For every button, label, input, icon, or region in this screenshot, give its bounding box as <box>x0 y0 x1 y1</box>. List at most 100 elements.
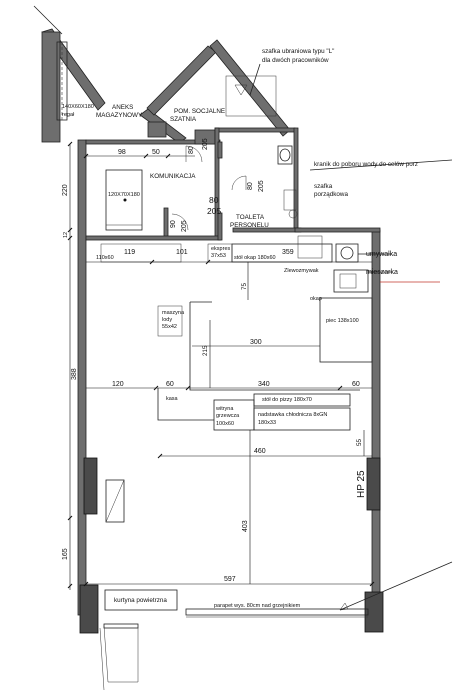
wall-toaleta-right <box>293 127 299 229</box>
walls <box>41 28 384 634</box>
umywalka-label: umywalka <box>366 251 397 258</box>
hp-label: HP 25 <box>356 470 367 498</box>
maszyna-label-1: maszyna <box>162 310 185 316</box>
szafka-label-1: szafka ubraniowa typu "L" <box>262 48 334 55</box>
kasa-counter <box>157 388 214 421</box>
room-personelu: PERSONELU <box>230 222 269 229</box>
room-komunikacja: KOMUNIKACJA <box>150 173 196 180</box>
maszyna-label-2: lody <box>162 317 172 323</box>
wall-socjalne-left <box>147 121 167 138</box>
dim-60b: 60 <box>352 381 360 388</box>
dim-205c: 205 <box>181 220 188 232</box>
dim-60a: 60 <box>166 381 174 388</box>
radiator-box <box>105 479 125 523</box>
dim-300: 300 <box>250 339 262 346</box>
piec-box <box>319 297 373 363</box>
dim-220: 220 <box>62 184 69 196</box>
szafka-label-2: dla dwóch pracowników <box>262 57 329 64</box>
dim-215: 215 <box>202 345 209 356</box>
wall-toaleta-top <box>214 127 296 133</box>
dim-403: 403 <box>242 520 249 532</box>
szafka-porz-1: szafka <box>314 183 333 190</box>
dim-75: 75 <box>241 282 248 290</box>
regal-komunikacja <box>105 169 143 231</box>
dim-55: 55 <box>356 438 363 446</box>
szafka-porzadkowa <box>283 189 297 211</box>
witryna-box <box>213 399 255 431</box>
entrance-door <box>103 623 139 629</box>
witryna-label-1: witryna <box>215 406 234 412</box>
dim-165: 165 <box>62 548 69 560</box>
wall-corridor-right <box>217 212 223 241</box>
fixtures <box>33 5 453 691</box>
okap-label: okap <box>310 296 322 302</box>
mieszarka-box <box>333 269 369 293</box>
room-toaleta: TOALETA <box>236 214 265 221</box>
dim-460: 460 <box>254 448 266 455</box>
szafka-porz-2: porządkowa <box>314 191 348 198</box>
dim-340: 340 <box>258 381 270 388</box>
annotations: szafka ubraniowa typu "L" dla dwóch prac… <box>62 48 418 609</box>
piec-label: piec 138x100 <box>326 318 359 324</box>
witryna-label-2: grzewcza <box>216 413 240 419</box>
witryna-label-3: 100x60 <box>216 421 234 427</box>
door-arc-komunikacja <box>171 213 189 231</box>
nadstawka-label-1: nadstawka chłodnicza 8xGN <box>258 412 327 418</box>
dim-12: 12 <box>63 232 69 238</box>
gab-110-label: 110x60 <box>96 255 114 261</box>
wall-szatnia-divider <box>217 141 223 159</box>
kitchen-counter-outline <box>189 302 360 391</box>
pillar-right-mid <box>366 457 381 511</box>
dim-388: 388 <box>71 368 78 380</box>
wall-corridor-bottom <box>85 235 222 241</box>
dim-101: 101 <box>176 249 188 256</box>
dim-50: 50 <box>152 149 160 156</box>
pillar-left-bottom <box>79 584 99 634</box>
room-pom-socjalne: POM. SOCJALNE <box>174 108 225 115</box>
pillar-left-mid <box>83 457 98 515</box>
dimension-lines <box>67 63 453 590</box>
parapet-window <box>185 608 369 616</box>
wall-top-right <box>294 227 381 233</box>
dim-359: 359 <box>282 249 294 256</box>
door-arc-socjalne <box>185 145 203 163</box>
kasa-label: kasa <box>166 396 179 402</box>
room-aneks: ANEKS <box>112 104 133 111</box>
wall-left-pillar <box>41 31 61 143</box>
stol-pizza-label: stół do pizzy 180x70 <box>262 397 312 403</box>
kurtyna-label: kurtyna powietrzna <box>114 597 167 604</box>
dim-119: 119 <box>124 249 135 256</box>
room-magazynowy: MAGAZYNOWY <box>96 112 143 119</box>
wall-right <box>371 229 381 631</box>
dim-80a: 80 <box>188 146 195 154</box>
stol-okap-label: stół okap 180x60 <box>234 255 276 261</box>
toilet <box>277 145 293 165</box>
mieszarka-label: mieszarka <box>366 269 398 276</box>
zlewozmywak-label: Zlewozmywak <box>284 268 319 274</box>
nadstawka-label-2: 180x33 <box>258 420 276 426</box>
maszyna-label-3: 55x42 <box>162 324 177 330</box>
parapet-label: parapet wys. 80cm nad grzejnikiem <box>214 603 301 609</box>
door-arc-toaleta <box>231 175 247 191</box>
regal-komunikacja-dims: 120X70X180 <box>108 192 140 198</box>
maszyna-lody-box <box>157 305 183 337</box>
kurtyna-box <box>104 589 178 611</box>
dim-597: 597 <box>224 576 236 583</box>
room-szatnia: SZATNIA <box>170 116 197 123</box>
ekspres-label-2: 37x53 <box>211 253 226 259</box>
entrance-door-swing <box>103 625 139 683</box>
dim-120: 120 <box>112 381 124 388</box>
dim-98: 98 <box>118 149 126 156</box>
regal-dims: 140X60X180 <box>62 104 94 110</box>
zlewozmywak-box <box>297 235 323 259</box>
dim-90: 90 <box>170 220 177 228</box>
wall-komunikacja-mid <box>163 207 169 239</box>
pillar-right-bottom <box>364 591 384 633</box>
ekspres-label-1: ekspres <box>211 246 231 252</box>
dim-80b: 80 <box>209 195 219 205</box>
dim-80c: 80 <box>247 182 254 190</box>
kranik-label: kranik do poboru wody do celów porz <box>314 161 418 168</box>
dim-205b: 205 <box>207 206 221 216</box>
wall-wing-mid <box>146 45 217 116</box>
